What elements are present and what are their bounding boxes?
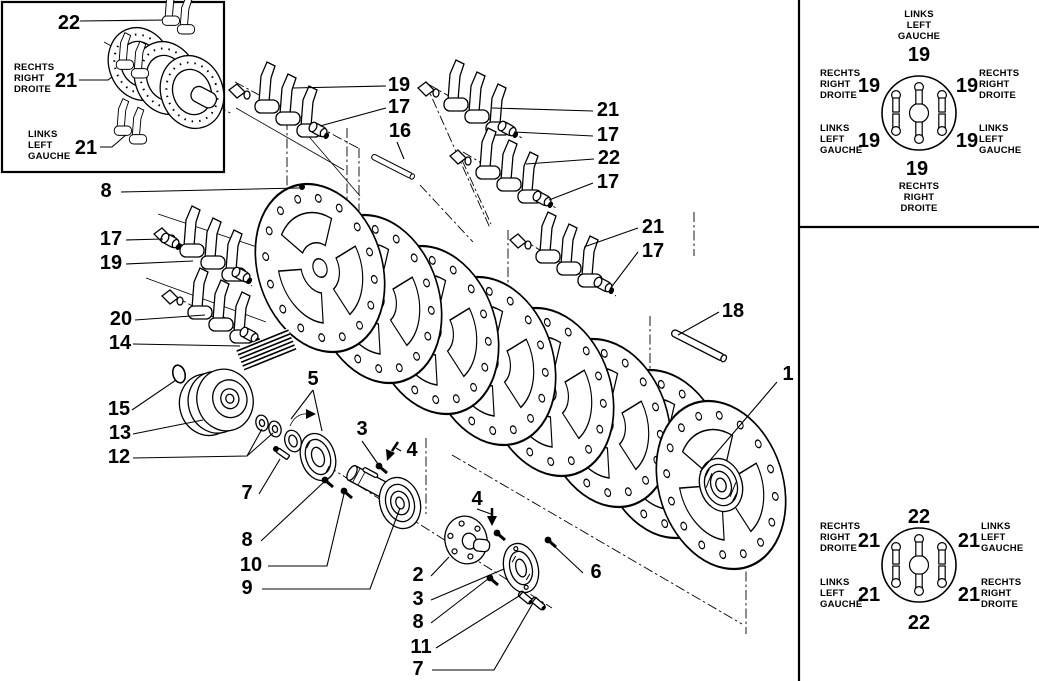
callout-6: 6 bbox=[590, 561, 601, 583]
pb-right-lower-num: 21 bbox=[958, 584, 980, 606]
pt-left-lower-num: 19 bbox=[858, 130, 880, 152]
callout-3-a: 3 bbox=[356, 418, 367, 440]
inset-callout-21-left: 21 bbox=[75, 137, 97, 159]
callout-1: 1 bbox=[782, 363, 793, 385]
callout-4-a: 4 bbox=[406, 439, 418, 461]
pb-left-upper-num: 21 bbox=[858, 530, 880, 552]
callout-21-b: 21 bbox=[597, 99, 619, 121]
tine-group-d bbox=[510, 212, 602, 287]
flange-plate-2 bbox=[444, 515, 491, 565]
callout-5: 5 bbox=[307, 368, 318, 390]
callout-17-top: 17 bbox=[388, 96, 410, 118]
callout-7-left: 7 bbox=[241, 482, 252, 504]
inset-tine-bottom bbox=[113, 98, 148, 145]
callout-11: 11 bbox=[410, 636, 431, 658]
panel-top-hub bbox=[882, 76, 956, 150]
callout-13: 13 bbox=[109, 422, 131, 444]
main-callouts: 8 17 19 20 14 15 13 12 7 8 10 9 19 17 16… bbox=[100, 74, 794, 680]
pt-bottom-num: 19 bbox=[906, 158, 928, 180]
rotor-disc-stack bbox=[233, 165, 808, 588]
callout-14: 14 bbox=[109, 332, 132, 354]
grease-nipple-8-top bbox=[299, 184, 305, 190]
bolt-7a bbox=[273, 446, 290, 460]
inset-callout-22: 22 bbox=[58, 12, 80, 34]
inset-callout-21-right: 21 bbox=[55, 70, 77, 92]
hub-3 bbox=[502, 542, 540, 594]
inset-tine-top bbox=[161, 0, 196, 35]
callout-17-d: 17 bbox=[642, 240, 664, 262]
shim-pack-14 bbox=[235, 328, 297, 371]
tine-group-a bbox=[229, 62, 321, 137]
pin-rod-16 bbox=[370, 152, 416, 181]
inset-drawing bbox=[97, 0, 235, 145]
callout-20: 20 bbox=[110, 308, 132, 330]
panel-bottom-hub bbox=[882, 528, 956, 602]
pt-right-upper-num: 19 bbox=[956, 75, 978, 97]
callout-8-top: 8 bbox=[100, 180, 111, 202]
callout-8-b: 8 bbox=[412, 611, 423, 633]
washers-12 bbox=[255, 414, 282, 438]
pt-right-lower-num: 19 bbox=[956, 130, 978, 152]
shaft-flange-hub bbox=[378, 476, 422, 530]
pulley-13 bbox=[178, 368, 254, 437]
tine-group-c bbox=[450, 128, 542, 203]
bushing-b bbox=[495, 119, 522, 140]
lock-pin-10 bbox=[339, 486, 354, 500]
callout-3-b: 3 bbox=[412, 588, 423, 610]
callout-4-b: 4 bbox=[471, 488, 483, 510]
callout-16: 16 bbox=[389, 120, 411, 142]
arrow-4a bbox=[386, 441, 400, 461]
callout-19-top: 19 bbox=[388, 74, 410, 96]
callout-7-b: 7 bbox=[412, 658, 423, 680]
drive-parts bbox=[171, 152, 729, 613]
callout-15: 15 bbox=[108, 398, 130, 420]
pt-top-num: 19 bbox=[908, 44, 930, 66]
callout-17-b: 17 bbox=[597, 124, 619, 146]
callout-21-d: 21 bbox=[642, 216, 664, 238]
pt-left-upper-num: 19 bbox=[858, 75, 880, 97]
bolt-3a bbox=[374, 461, 389, 475]
arrow-4b bbox=[487, 508, 497, 526]
callout-8-mid: 8 bbox=[241, 529, 252, 551]
leader-lines bbox=[79, 19, 778, 671]
inset-hub-stub bbox=[190, 85, 218, 109]
callout-2: 2 bbox=[412, 564, 423, 586]
pb-right-upper-num: 21 bbox=[958, 530, 980, 552]
pb-top-num: 22 bbox=[908, 506, 930, 528]
callout-9: 9 bbox=[241, 577, 252, 599]
callout-12: 12 bbox=[108, 446, 130, 468]
grease-nipple-8a bbox=[320, 475, 335, 489]
callout-10: 10 bbox=[240, 554, 262, 576]
o-ring-15 bbox=[171, 364, 187, 384]
callout-19-left: 19 bbox=[100, 252, 122, 274]
pb-bottom-num: 22 bbox=[908, 612, 930, 634]
disc8-bearing-hub bbox=[698, 457, 744, 513]
callout-17-c: 17 bbox=[597, 171, 619, 193]
callout-18: 18 bbox=[722, 300, 744, 322]
inset-box-border bbox=[0, 0, 226, 174]
bushing-c bbox=[530, 189, 557, 210]
callout-22-c: 22 bbox=[598, 147, 620, 169]
bolt-4b bbox=[492, 528, 507, 542]
callout-17-left: 17 bbox=[100, 228, 122, 250]
tine-group-b bbox=[418, 60, 510, 135]
pb-left-lower-num: 21 bbox=[858, 584, 880, 606]
bearing-5 bbox=[284, 409, 337, 482]
